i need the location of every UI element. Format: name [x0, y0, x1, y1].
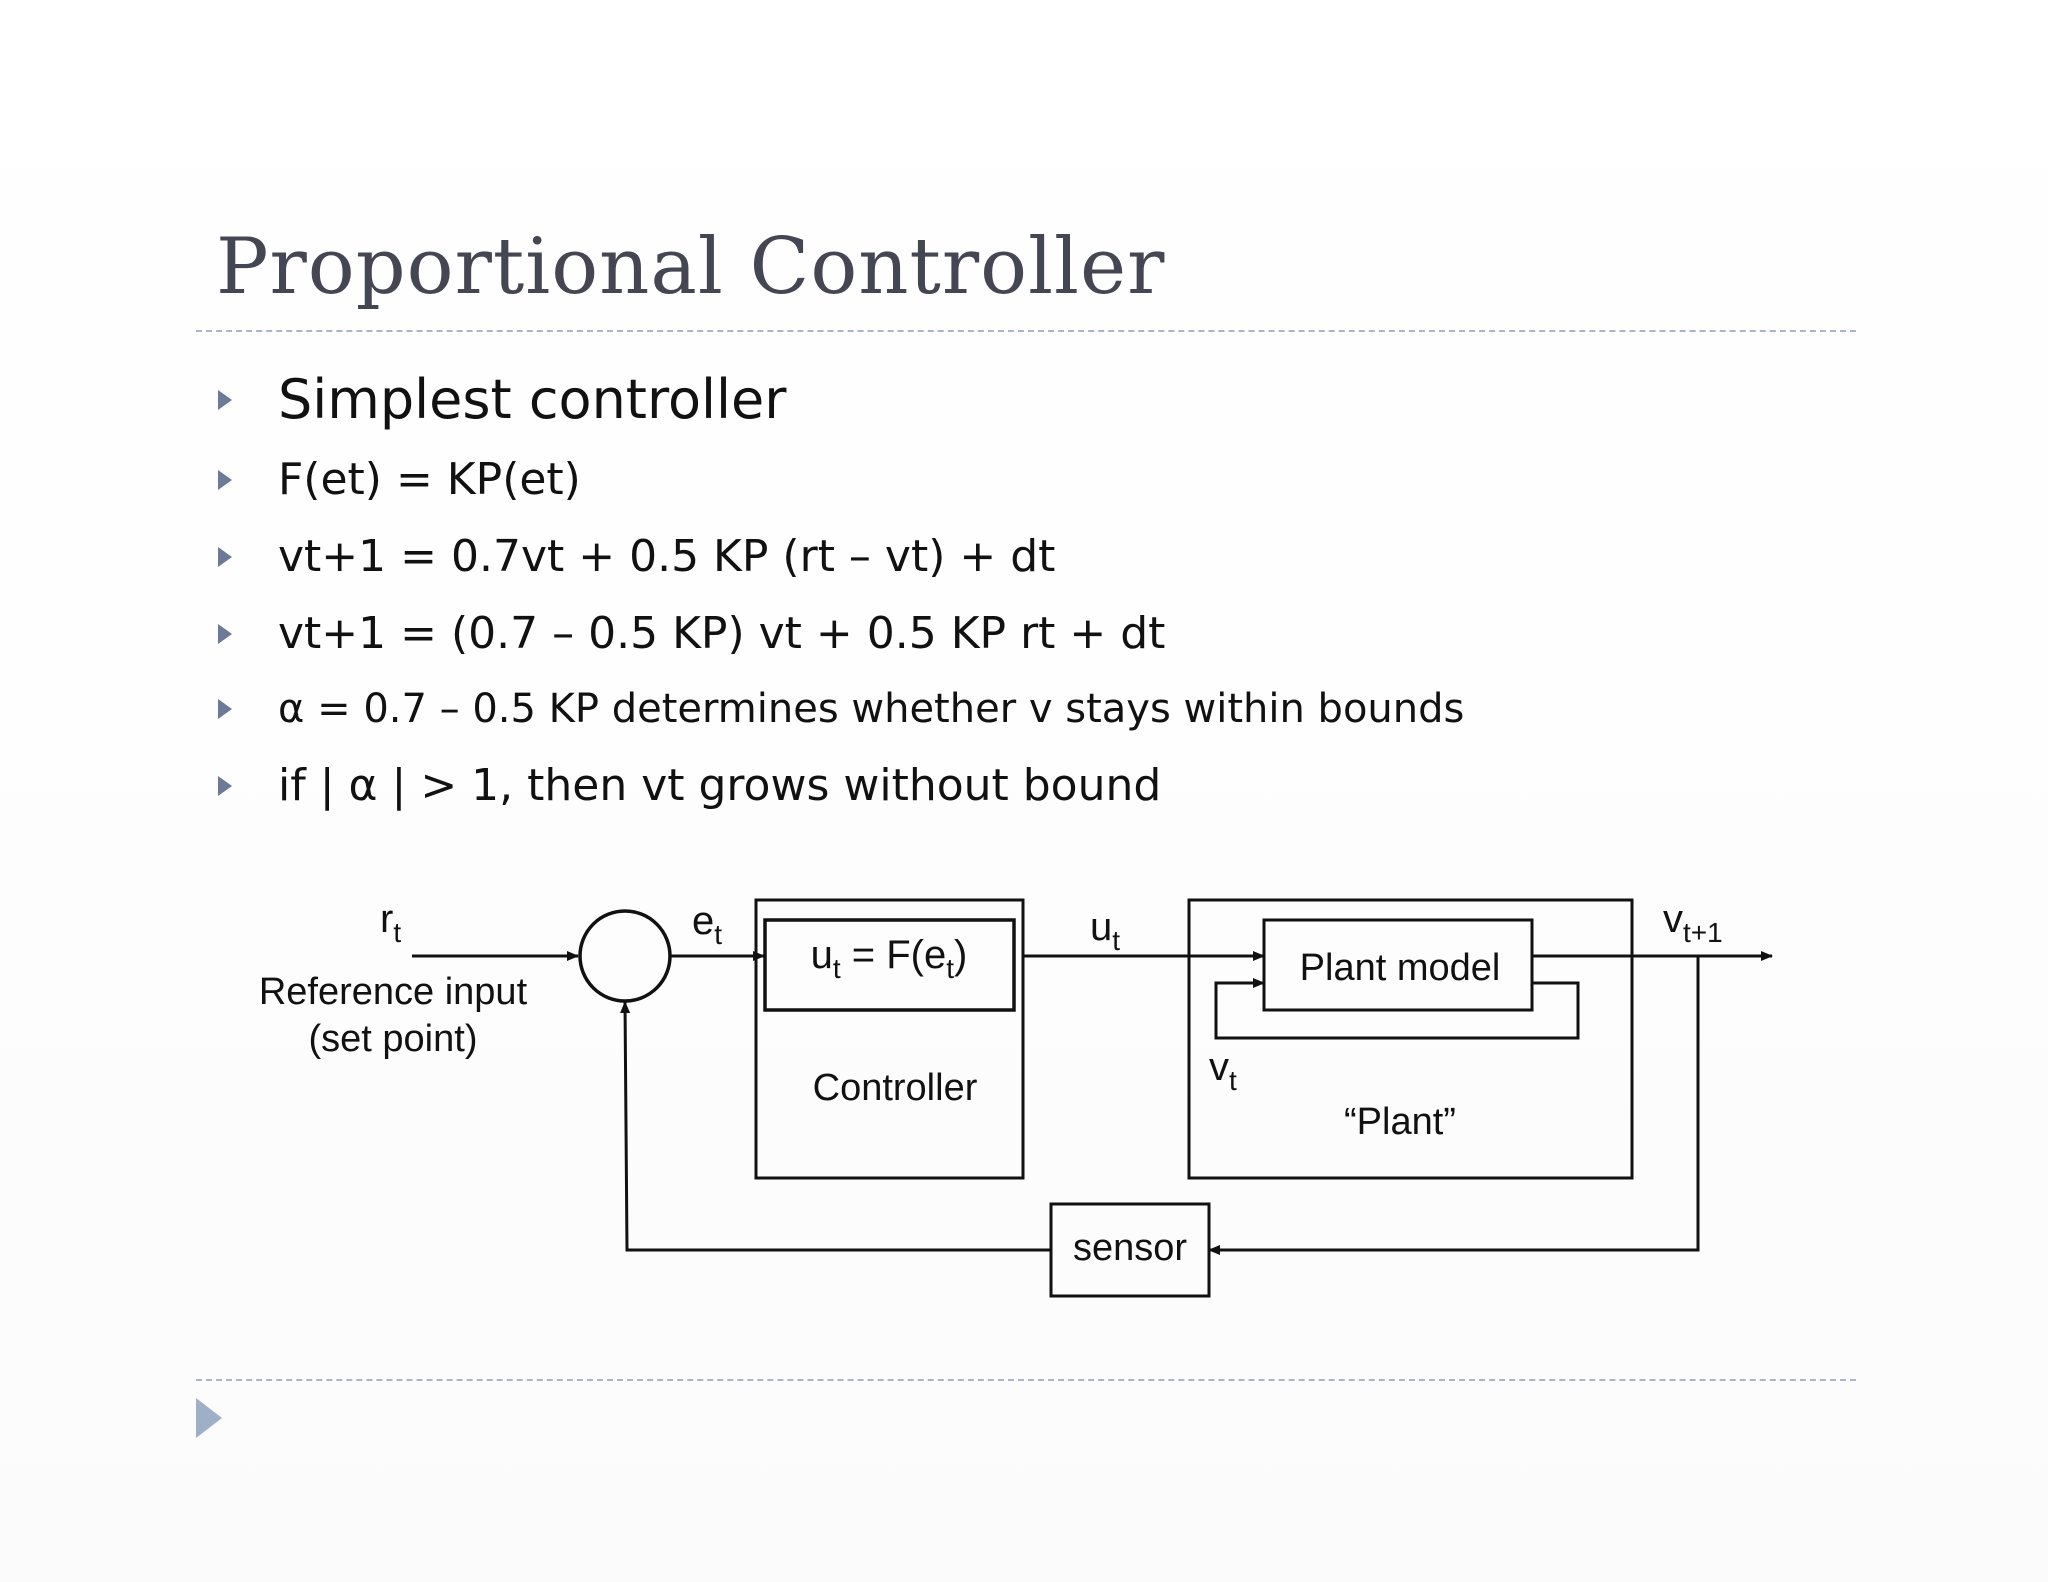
slide-title: Proportional Controller	[216, 222, 1166, 312]
plant-model-box	[1262, 918, 1534, 1012]
plant-label: “Plant”	[1344, 1101, 1456, 1143]
controller-formula-box	[763, 918, 1016, 1012]
bullet-arrow-icon	[218, 469, 232, 490]
bullet-text: Simplest controller	[278, 368, 787, 431]
system-output-label: vt+1	[1663, 897, 1723, 948]
bullet-item: F(et) = KP(et)	[218, 454, 1818, 505]
sensor-input-path	[1208, 956, 1700, 1255]
bullet-text: vt+1 = (0.7 – 0.5 KP) vt + 0.5 KP rt + d…	[278, 608, 1166, 659]
bullet-arrow-icon	[218, 699, 232, 719]
bullet-item: vt+1 = (0.7 – 0.5 KP) vt + 0.5 KP rt + d…	[218, 608, 1818, 659]
bullet-text: vt+1 = 0.7vt + 0.5 KP (rt – vt) + dt	[278, 531, 1056, 582]
bullet-arrow-icon	[218, 775, 232, 796]
sensor-label: sensor	[1073, 1227, 1187, 1269]
controller-formula: ut = F(et)	[811, 933, 968, 984]
controller-box	[754, 898, 1025, 1180]
reference-input-label: Reference input	[259, 971, 528, 1013]
bullet-text: F(et) = KP(et)	[278, 454, 581, 505]
state-label: vt	[1209, 1045, 1237, 1096]
bullet-item: vt+1 = 0.7vt + 0.5 KP (rt – vt) + dt	[218, 531, 1818, 582]
footer-divider	[196, 1379, 1856, 1381]
slide-nav-arrow-icon	[196, 1398, 222, 1438]
bullet-text: if | α | > 1, then vt grows without boun…	[278, 760, 1162, 811]
control-output-label: ut	[1090, 905, 1120, 956]
plant-model-label: Plant model	[1300, 947, 1501, 989]
title-divider	[196, 330, 1856, 332]
bullet-arrow-icon	[218, 623, 232, 644]
controller-label: Controller	[813, 1067, 978, 1109]
input-label: rt	[380, 897, 401, 948]
plant-box	[1187, 898, 1634, 1180]
bullet-item: if | α | > 1, then vt grows without boun…	[218, 760, 1818, 811]
feedback-path	[620, 1001, 1051, 1252]
bullet-text: α = 0.7 – 0.5 KP determines whether v st…	[278, 686, 1465, 732]
error-label: et	[692, 899, 722, 950]
bullet-item: Simplest controller	[218, 368, 1818, 431]
bullet-item: α = 0.7 – 0.5 KP determines whether v st…	[218, 686, 1818, 732]
set-point-label: (set point)	[309, 1018, 478, 1060]
bullet-arrow-icon	[218, 389, 232, 410]
bullet-arrow-icon	[218, 546, 232, 567]
summing-junction	[578, 909, 672, 1003]
plant-feedback-loop	[1214, 978, 1580, 1040]
